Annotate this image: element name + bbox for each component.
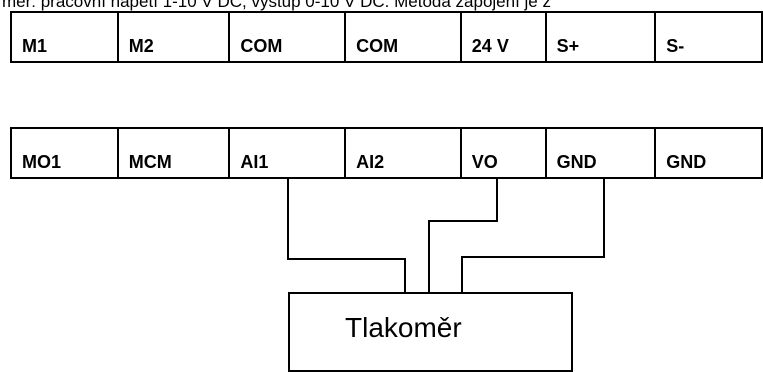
terminal-label: GND bbox=[666, 152, 707, 172]
terminal-label: AI2 bbox=[356, 152, 385, 172]
terminal-s-plus: S+ bbox=[547, 13, 657, 61]
terminal-s-minus: S- bbox=[656, 13, 763, 61]
wiring bbox=[287, 179, 605, 292]
terminal-label: COM bbox=[356, 36, 399, 56]
device-label: Tlakoměr bbox=[345, 312, 462, 343]
terminal-label: M1 bbox=[22, 36, 48, 56]
terminal-ai1: AI1 bbox=[230, 129, 347, 177]
terminal-mcm: MCM bbox=[119, 129, 231, 177]
terminal-ai2: AI2 bbox=[346, 129, 462, 177]
terminal-label: GND bbox=[556, 152, 597, 172]
terminal-strip-bottom: MO1 MCM AI1 AI2 VO GND GND bbox=[10, 127, 763, 179]
terminal-m1: M1 bbox=[12, 13, 119, 61]
terminal-strip-top: M1 M2 COM COM 24 V S+ S- bbox=[10, 11, 763, 63]
terminal-m2: M2 bbox=[119, 13, 231, 61]
wire-gnd bbox=[461, 179, 605, 292]
terminal-label: COM bbox=[240, 36, 283, 56]
terminal-com-1: COM bbox=[230, 13, 347, 61]
terminal-label: MO1 bbox=[22, 152, 62, 172]
terminal-label: 24 V bbox=[471, 36, 509, 56]
terminal-gnd-2: GND bbox=[656, 129, 763, 177]
terminal-label: MCM bbox=[128, 152, 172, 172]
terminal-label: M2 bbox=[128, 36, 154, 56]
wire-vo bbox=[428, 179, 498, 292]
terminal-label: S+ bbox=[556, 36, 580, 56]
terminal-24v: 24 V bbox=[462, 13, 547, 61]
pressure-gauge-box: Tlakoměr bbox=[288, 292, 573, 372]
wire-ai1 bbox=[287, 179, 406, 292]
terminal-com-2: COM bbox=[346, 13, 462, 61]
terminal-gnd-1: GND bbox=[547, 129, 657, 177]
terminal-label: AI1 bbox=[240, 152, 269, 172]
caption-text: mer: pracovní napětí 1-10 V DC, výstup 0… bbox=[2, 0, 551, 11]
terminal-label: VO bbox=[471, 152, 498, 172]
terminal-mo1: MO1 bbox=[12, 129, 119, 177]
terminal-vo: VO bbox=[462, 129, 547, 177]
terminal-label: S- bbox=[666, 36, 685, 56]
